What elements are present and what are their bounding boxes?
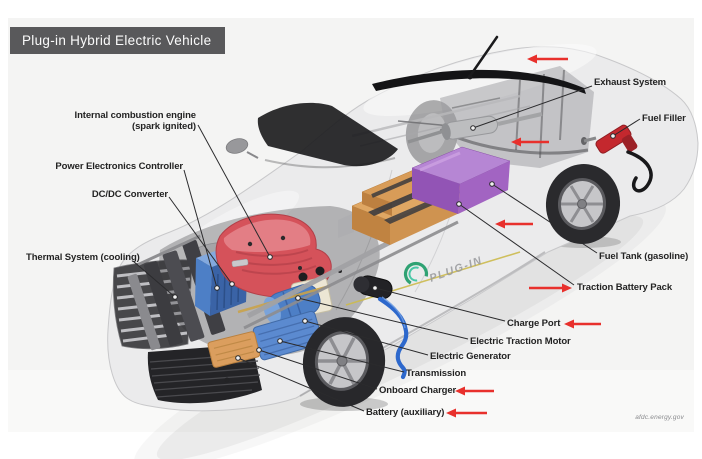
label-battery-auxiliary: Battery (auxiliary) [366, 407, 445, 418]
leader-internal-combustion-engine [197, 124, 271, 258]
label-electric-traction-motor: Electric Traction Motor [470, 336, 571, 347]
leader-thermal-system [132, 260, 176, 298]
fuel-tank-shape [411, 146, 511, 214]
label-traction-battery-pack: Traction Battery Pack [577, 282, 673, 293]
red-arrow-head [564, 319, 574, 329]
red-arrow-head [511, 137, 521, 147]
antenna [468, 35, 499, 78]
red-arrow-head [446, 408, 456, 418]
leader-dots [172, 125, 616, 361]
leader-fuel-filler [612, 118, 641, 137]
trunk-interior [351, 66, 594, 168]
red-arrows-layer [446, 54, 601, 418]
red-arrow-head [455, 386, 465, 396]
label-charge-port: Charge Port [507, 318, 561, 329]
leader-transmission [279, 340, 405, 373]
leader-exhaust-system [472, 85, 593, 129]
red-arrow-head [527, 54, 537, 64]
red-arrow-head [562, 283, 572, 293]
leader-fuel-tank [491, 183, 598, 254]
label-fuel-tank: Fuel Tank (gasoline) [599, 251, 689, 262]
side-mirror [225, 138, 259, 159]
charge-cable [377, 296, 409, 380]
label-transmission: Transmission [406, 368, 467, 379]
label-power-electronics-controller: Power Electronics Controller [55, 161, 183, 172]
rear-wheel [545, 164, 621, 244]
leader-onboard-charger [258, 349, 378, 390]
leader-electric-generator [304, 320, 429, 356]
page-title: Plug-in Hybrid Electric Vehicle [10, 27, 226, 54]
leader-power-electronics-controller [183, 169, 218, 289]
leader-dcdc-converter [168, 196, 233, 285]
label-thermal-system: Thermal System (cooling) [26, 252, 140, 263]
leader-lines [132, 85, 641, 412]
label-fuel-filler: Fuel Filler [642, 113, 686, 124]
leader-charge-port [374, 287, 506, 322]
leader-electric-traction-motor [297, 297, 469, 340]
label-onboard-charger: Onboard Charger [379, 385, 457, 396]
label-internal-combustion-engine: Internal combustion engine (spark ignite… [74, 110, 197, 132]
label-electric-generator: Electric Generator [430, 351, 511, 362]
red-arrow-head [495, 219, 505, 229]
source-credit: afdc.energy.gov [635, 414, 684, 421]
windshield-glass [257, 102, 398, 167]
roof-stripe [372, 69, 586, 94]
bumper-fastener [224, 377, 230, 383]
label-exhaust-system: Exhaust System [594, 77, 666, 88]
leader-battery-auxiliary [237, 357, 365, 412]
label-dcdc-converter: DC/DC Converter [91, 189, 168, 200]
fuel-nozzle [581, 124, 653, 193]
onboard-charger-box [207, 331, 261, 368]
leader-traction-battery-pack [458, 203, 575, 286]
